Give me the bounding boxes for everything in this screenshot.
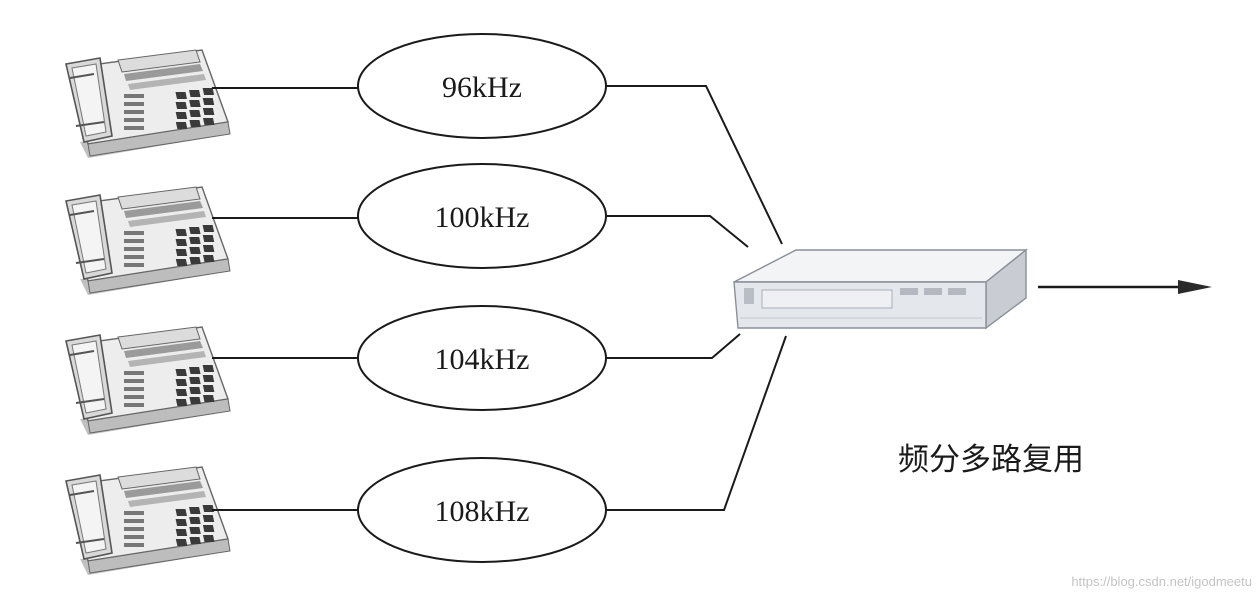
arrow-right-icon xyxy=(1038,280,1212,294)
frequency-ellipse xyxy=(357,457,607,563)
telephone-icon xyxy=(65,466,231,576)
frequency-ellipse xyxy=(357,163,607,269)
telephone-icon xyxy=(65,186,231,296)
diagram-caption: 频分多路复用 xyxy=(898,442,1084,478)
channel-2: 104kHz xyxy=(357,305,607,411)
input-lines xyxy=(212,87,358,511)
channel-3: 108kHz xyxy=(357,457,607,563)
telephone-icon xyxy=(65,49,231,159)
frequency-label: 96kHz xyxy=(442,71,522,104)
frequency-label: 100kHz xyxy=(435,201,530,234)
frequency-ellipse xyxy=(357,33,607,139)
watermark: https://blog.csdn.net/igodmeetu xyxy=(1071,574,1252,589)
frequency-label: 108kHz xyxy=(435,495,530,528)
multiplexer-device-icon xyxy=(733,248,1028,330)
frequency-label: 104kHz xyxy=(435,343,530,376)
mux-lines xyxy=(606,85,787,511)
channel-1: 100kHz xyxy=(357,163,607,269)
channel-0: 96kHz xyxy=(357,33,607,139)
frequency-ellipse xyxy=(357,305,607,411)
telephone-icon xyxy=(65,326,231,436)
